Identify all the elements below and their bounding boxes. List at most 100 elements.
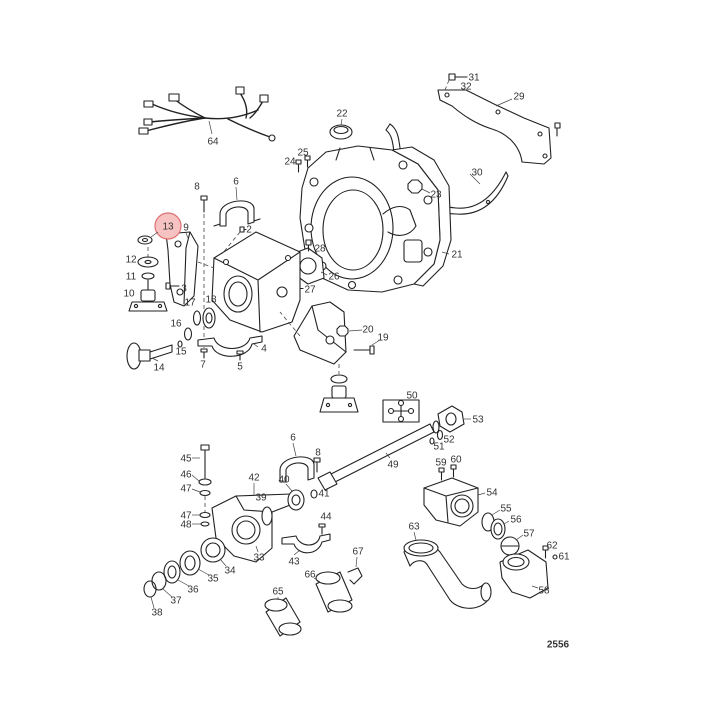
callout-30[interactable]: 30: [471, 168, 483, 179]
callout-67[interactable]: 67: [352, 547, 364, 558]
callout-29[interactable]: 29: [513, 92, 525, 103]
callout-39[interactable]: 39: [255, 493, 267, 504]
callout-6[interactable]: 6: [290, 433, 296, 444]
callout-58[interactable]: 58: [538, 586, 550, 597]
callout-61[interactable]: 61: [558, 552, 570, 563]
upper-callouts: 31 32 29 22 64 25 24 30 6 8 23 9 2 28 21…: [123, 73, 525, 374]
callout-26[interactable]: 26: [328, 272, 340, 283]
shaft: [126, 342, 173, 370]
callout-6[interactable]: 6: [233, 177, 239, 188]
callout-64[interactable]: 64: [207, 137, 219, 148]
nut: [192, 521, 210, 527]
callout-28[interactable]: 28: [314, 244, 326, 255]
callout-46[interactable]: 46: [180, 470, 192, 481]
cap: [329, 118, 353, 140]
callout-8[interactable]: 8: [315, 448, 321, 459]
callout-51[interactable]: 51: [433, 442, 445, 453]
callout-34[interactable]: 34: [224, 566, 236, 577]
clamp-saddle: [197, 335, 263, 357]
stud: [295, 155, 311, 173]
callout-37[interactable]: 37: [170, 596, 182, 607]
callout-15[interactable]: 15: [175, 347, 187, 358]
callout-16[interactable]: 16: [170, 319, 182, 330]
callout-33[interactable]: 33: [253, 553, 265, 564]
callout-36[interactable]: 36: [187, 585, 199, 596]
callout-24[interactable]: 24: [284, 157, 296, 168]
callout-31[interactable]: 31: [468, 73, 480, 84]
callout-32[interactable]: 32: [460, 82, 472, 93]
callout-53[interactable]: 53: [472, 415, 484, 426]
bolt: [200, 348, 208, 359]
bearing: [179, 550, 210, 576]
callout-43[interactable]: 43: [288, 557, 300, 568]
callout-21[interactable]: 21: [451, 250, 463, 261]
callout-17[interactable]: 17: [184, 298, 196, 309]
small-ring: [177, 340, 183, 348]
callout-59[interactable]: 59: [435, 458, 447, 469]
bracket: [165, 231, 215, 307]
callout-20[interactable]: 20: [362, 325, 374, 336]
callout-11[interactable]: 11: [126, 272, 137, 283]
callout-42[interactable]: 42: [248, 473, 260, 484]
hose: [264, 597, 302, 637]
cover-plate: [437, 89, 552, 165]
callout-14[interactable]: 14: [153, 363, 165, 374]
flywheel-housing: [299, 145, 452, 293]
callout-52[interactable]: 52: [443, 435, 455, 446]
ring: [261, 506, 273, 526]
callout-27[interactable]: 27: [304, 285, 316, 296]
engine-mount: [319, 364, 359, 413]
bolt: [165, 282, 180, 290]
callout-7[interactable]: 7: [200, 360, 206, 371]
plug: [407, 179, 431, 194]
nut: [336, 325, 363, 337]
hose: [313, 571, 353, 613]
callout-49[interactable]: 49: [387, 460, 399, 471]
callout-35[interactable]: 35: [207, 574, 219, 585]
callout-54[interactable]: 54: [486, 488, 498, 499]
callout-9[interactable]: 9: [183, 223, 189, 234]
o-ring: [192, 310, 202, 326]
callout-10[interactable]: 10: [123, 289, 135, 300]
screw: [444, 73, 468, 91]
callout-66[interactable]: 66: [304, 570, 316, 581]
callout-22[interactable]: 22: [336, 109, 348, 120]
callout-23[interactable]: 23: [430, 190, 442, 201]
callout-18[interactable]: 18: [205, 295, 217, 306]
exhaust-elbow: [423, 477, 486, 527]
ring: [436, 429, 444, 441]
callout-3[interactable]: 3: [181, 284, 187, 295]
callout-62[interactable]: 62: [546, 541, 558, 552]
callout-65[interactable]: 65: [272, 587, 284, 598]
callout-55[interactable]: 55: [500, 504, 512, 515]
callout-41[interactable]: 41: [318, 489, 330, 500]
clamp-saddle: [279, 442, 315, 483]
bolt: [438, 467, 445, 481]
highlighted-callout[interactable]: 13: [154, 212, 182, 240]
callout-13: 13: [162, 222, 174, 233]
callout-40[interactable]: 40: [278, 475, 290, 486]
callout-38[interactable]: 38: [151, 608, 163, 619]
callout-8[interactable]: 8: [194, 182, 200, 193]
bearing: [285, 483, 305, 511]
callout-47[interactable]: 47: [180, 484, 192, 495]
bolt: [200, 195, 208, 348]
callout-2[interactable]: 2: [246, 225, 252, 236]
callout-12[interactable]: 12: [125, 255, 137, 266]
callout-57[interactable]: 57: [523, 529, 535, 540]
callout-50[interactable]: 50: [406, 391, 418, 402]
callout-25[interactable]: 25: [297, 148, 309, 159]
bolt: [305, 239, 312, 252]
callout-4[interactable]: 4: [261, 344, 267, 355]
callout-44[interactable]: 44: [320, 512, 332, 523]
callout-45[interactable]: 45: [180, 454, 192, 465]
callout-63[interactable]: 63: [408, 522, 420, 533]
callout-5[interactable]: 5: [237, 362, 243, 373]
washer: [141, 272, 155, 280]
callout-48[interactable]: 48: [180, 520, 192, 531]
callout-56[interactable]: 56: [510, 515, 522, 526]
callout-47[interactable]: 47: [180, 511, 192, 522]
callout-60[interactable]: 60: [450, 455, 462, 466]
engine-mount: [128, 244, 168, 312]
callout-19[interactable]: 19: [377, 333, 389, 344]
